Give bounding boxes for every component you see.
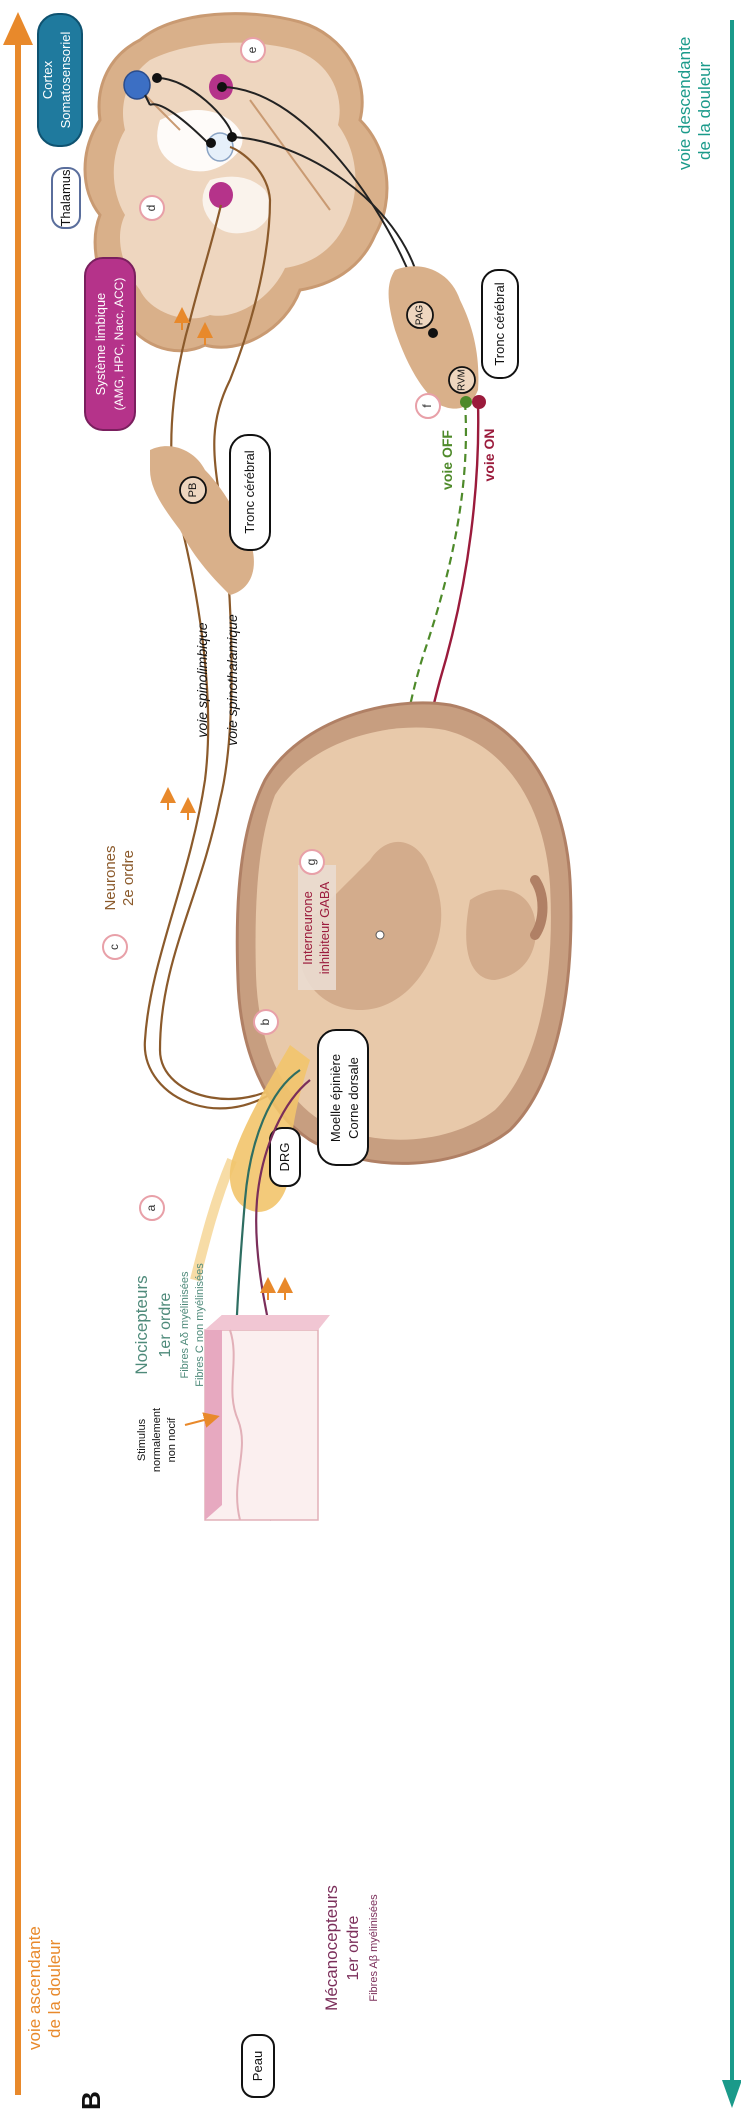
svg-text:Corne dorsale: Corne dorsale [346, 1057, 361, 1139]
svg-text:Mécanocepteurs: Mécanocepteurs [322, 1885, 341, 2011]
descending-label-2: de la douleur [695, 61, 714, 160]
svg-text:Système limbique: Système limbique [93, 293, 108, 396]
marker-d: d [140, 196, 164, 220]
limbic-label: Système limbique (AMG, HPC, Nacc, ACC) [85, 258, 135, 430]
voie-on-label: voie ON [481, 429, 497, 482]
mechanoceptor-labels: Mécanocepteurs 1er ordre Fibres Aβ myéli… [322, 1885, 380, 2011]
svg-text:(AMG, HPC, Nacc, ACC): (AMG, HPC, Nacc, ACC) [112, 278, 126, 411]
voie-off-dot [460, 396, 472, 408]
svg-text:Cortex: Cortex [40, 60, 55, 99]
stimulus-label: Stimulus normalement non nocif [136, 1408, 178, 1472]
spinal-cord-label: Moelle épinière Corne dorsale [318, 1030, 368, 1165]
thalamus-neuron-dot-2 [206, 138, 216, 148]
marker-b: b [254, 1010, 278, 1034]
panel-letter: B [76, 2091, 106, 2110]
cortex-neuron-dot-1 [152, 73, 162, 83]
svg-text:Interneurone: Interneurone [300, 891, 315, 965]
marker-f: f [416, 394, 440, 418]
svg-text:g: g [304, 859, 318, 866]
spinothalamique-label: voie spinothalamique [224, 614, 240, 746]
svg-text:1er ordre: 1er ordre [157, 1292, 174, 1357]
svg-text:Moelle épinière: Moelle épinière [328, 1054, 343, 1142]
voie-off-label: voie OFF [439, 430, 455, 490]
ascending-axis [3, 12, 33, 2095]
second-order-label-2: 2e ordre [120, 850, 137, 906]
descending-axis [722, 20, 741, 2108]
pag-label: PAG [415, 305, 426, 326]
svg-text:non nocif: non nocif [166, 1417, 178, 1463]
ascending-label-1: voie ascendante [25, 1926, 44, 2050]
svg-text:inhibiteur GABA: inhibiteur GABA [317, 881, 332, 974]
nociceptor-labels: Nocicepteurs 1er ordre Fibres Aδ myélini… [132, 1263, 206, 1387]
cortex-neuron-dot-2 [217, 82, 227, 92]
voie-on-dot [472, 395, 486, 409]
ascending-label-2: de la douleur [45, 1939, 64, 2038]
thalamus-label: Thalamus [52, 168, 80, 228]
marker-a: a [140, 1196, 164, 1220]
drg-label: DRG [270, 1128, 300, 1186]
pb-label: PB [187, 483, 199, 498]
svg-text:DRG: DRG [277, 1143, 292, 1172]
skin-section [205, 1315, 330, 1520]
marker-c: c [103, 935, 127, 959]
svg-text:Fibres C non myélinisées: Fibres C non myélinisées [194, 1263, 206, 1387]
svg-text:Tronc cérébral: Tronc cérébral [492, 282, 507, 365]
svg-text:Nocicepteurs: Nocicepteurs [132, 1275, 151, 1374]
svg-text:Somatosensoriel: Somatosensoriel [58, 31, 73, 128]
second-order-label-1: Neurones [102, 845, 119, 910]
svg-text:e: e [245, 46, 259, 53]
svg-text:Stimulus: Stimulus [136, 1418, 148, 1461]
thalamus-neuron-dot [227, 132, 237, 142]
brainstem-label-pag: Tronc cérébral [482, 270, 518, 378]
descending-label-1: voie descendante [675, 37, 694, 170]
svg-text:c: c [107, 944, 121, 950]
svg-text:Fibres Aβ myélinisées: Fibres Aβ myélinisées [368, 1894, 380, 2002]
svg-text:d: d [144, 205, 158, 212]
svg-text:Peau: Peau [250, 2051, 265, 2081]
skin-label: Peau [242, 2035, 274, 2097]
svg-text:a: a [144, 1204, 158, 1211]
svg-text:1er ordre: 1er ordre [345, 1915, 362, 1980]
rvm-label: RVM [457, 369, 468, 391]
brainstem-pag-rvm: PAG RVM [389, 266, 479, 408]
cortex-label: Cortex Somatosensoriel [38, 14, 82, 146]
cortex-nucleus-blue [124, 71, 150, 99]
spinolimbique-label: voie spinolimbique [194, 622, 210, 737]
svg-text:Tronc cérébral: Tronc cérébral [242, 450, 257, 533]
svg-text:b: b [258, 1018, 272, 1025]
svg-text:Thalamus: Thalamus [58, 169, 73, 227]
marker-e: e [241, 38, 265, 62]
marker-g: g [300, 850, 324, 874]
limbic-nucleus-magenta [209, 182, 233, 208]
svg-text:Fibres Aδ myélinisées: Fibres Aδ myélinisées [179, 1271, 191, 1378]
svg-text:normalement: normalement [151, 1408, 163, 1472]
brainstem-label-pb: Tronc cérébral [230, 435, 270, 550]
gaba-interneuron-label: Interneurone inhibiteur GABA [298, 865, 336, 990]
